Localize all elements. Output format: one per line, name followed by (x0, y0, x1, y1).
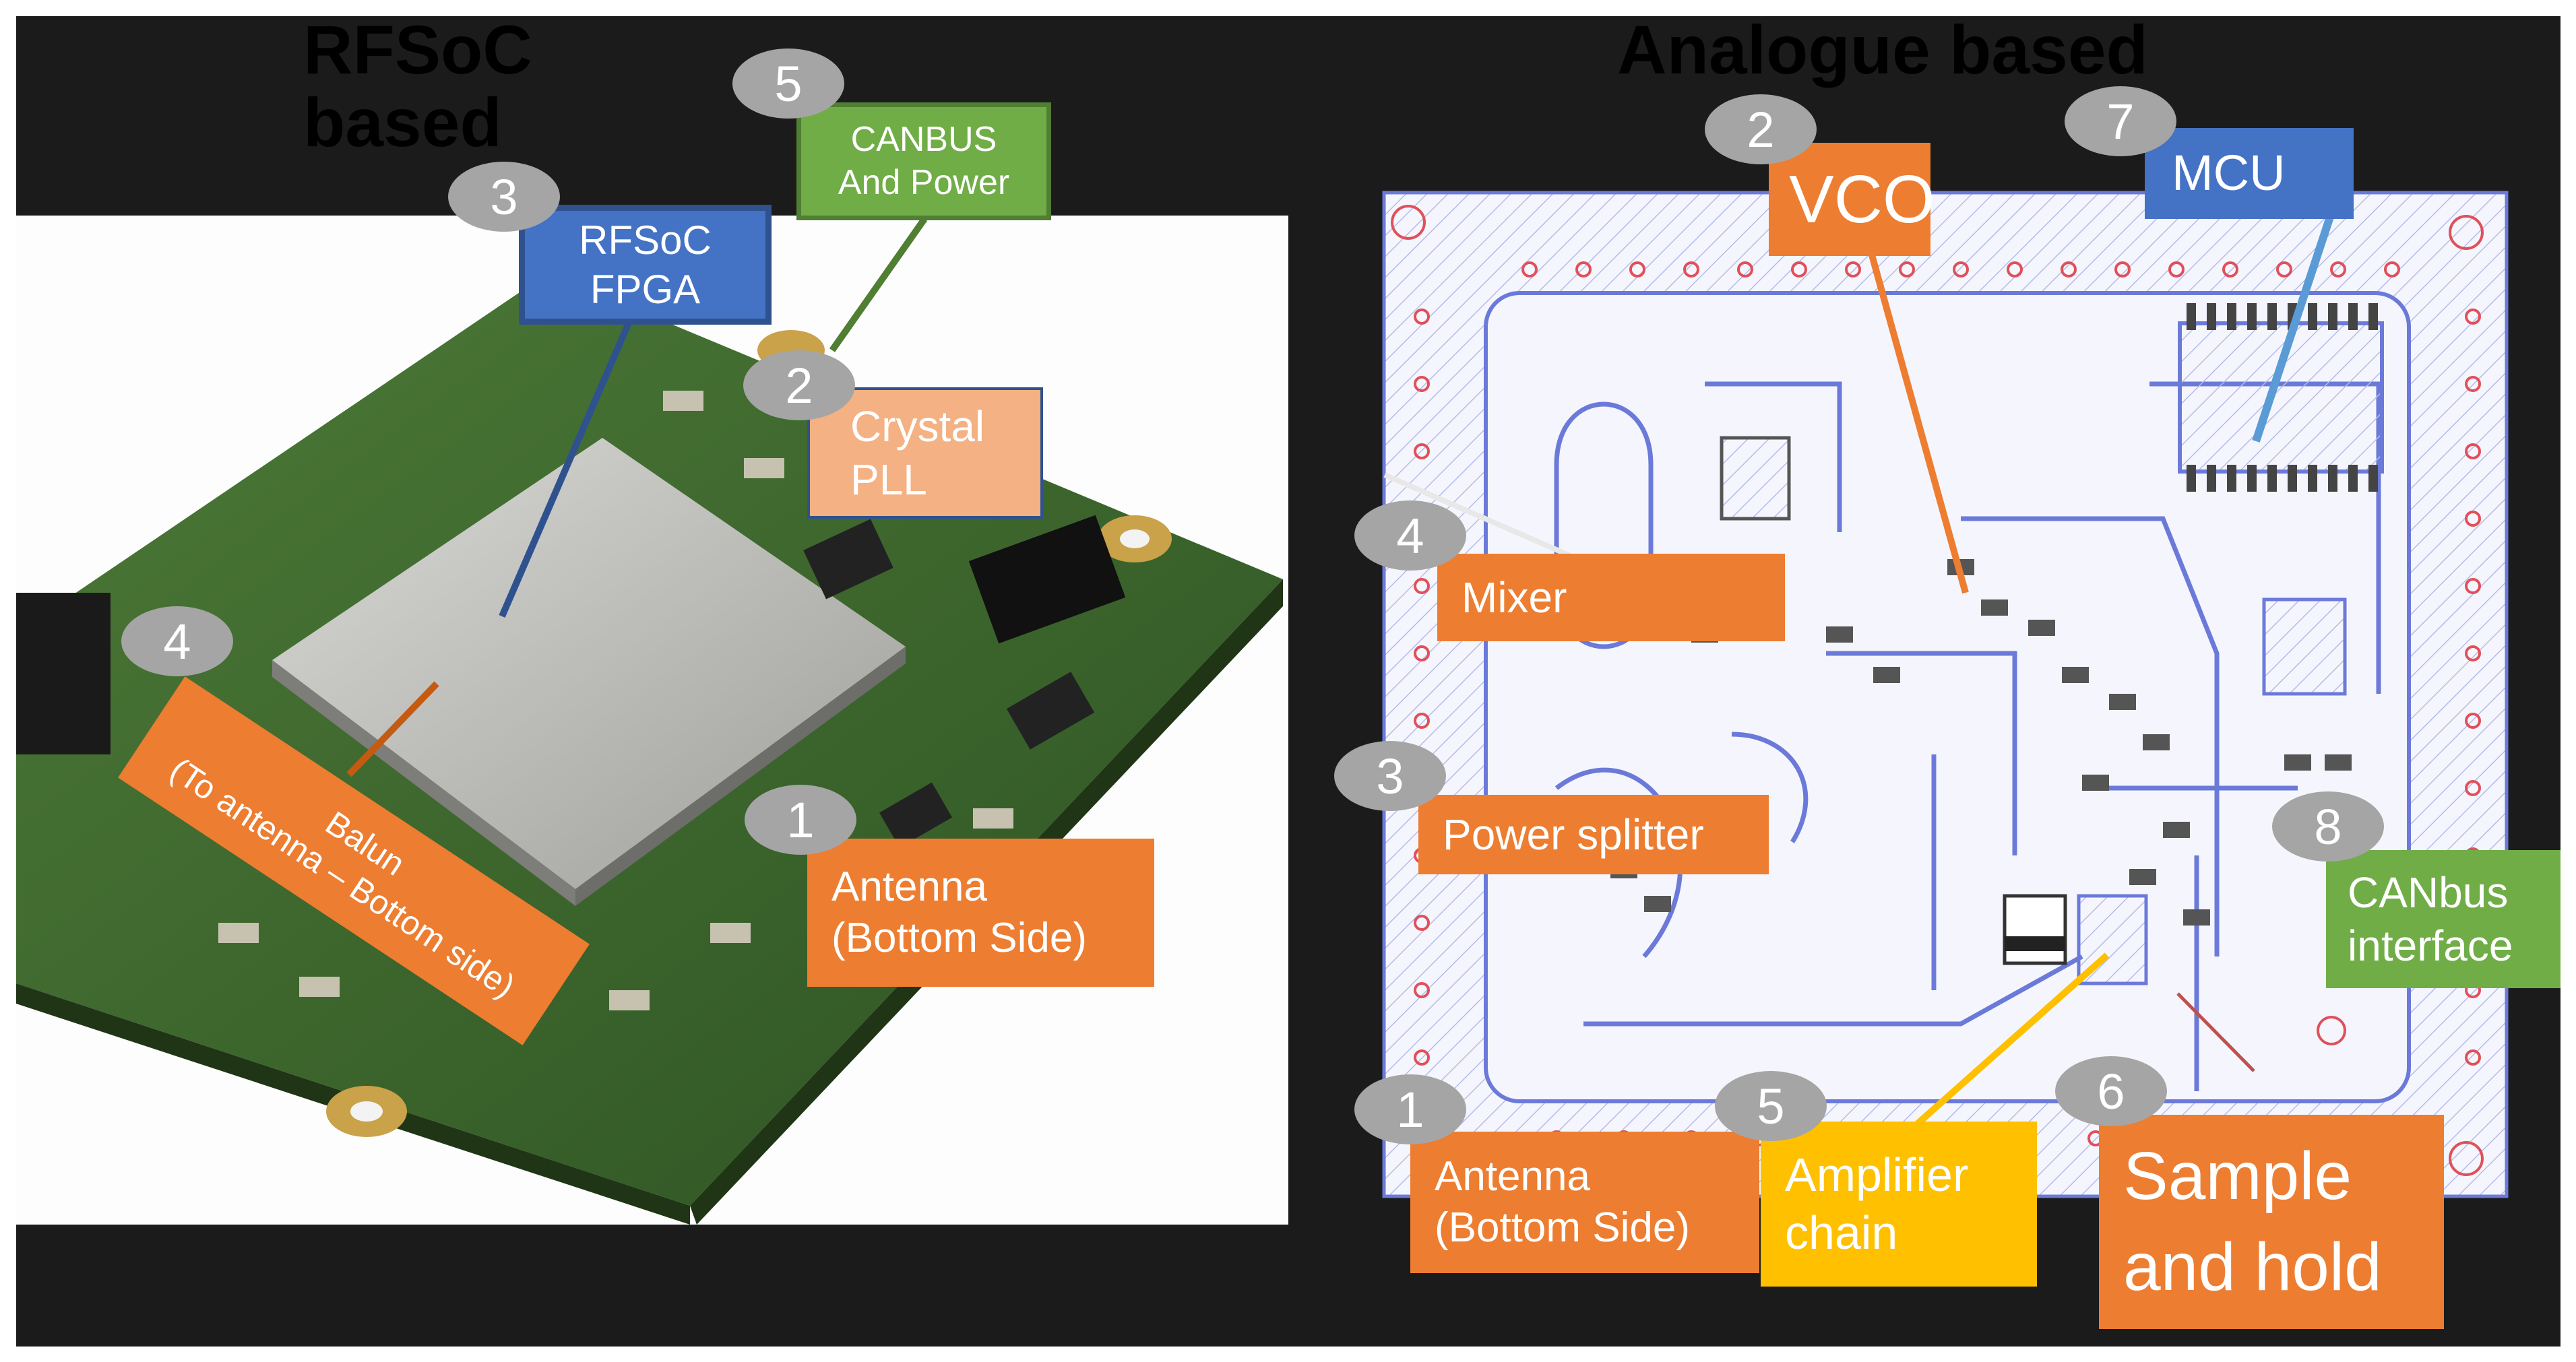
mixer-label: Mixer (1462, 573, 1567, 622)
number-badge: 1 (1354, 1074, 1466, 1144)
number-badge: 4 (1354, 500, 1466, 571)
rfsoc-antenna-label: Antenna (Bottom Side) (831, 864, 1088, 961)
mcu-label: MCU (2172, 145, 2286, 201)
crystal-pll-label: Crystal PLL (850, 402, 985, 504)
mcu-callout: MCU (2145, 128, 2354, 219)
number-badge: 7 (2065, 86, 2176, 156)
crystal-pll-callout: Crystal PLL (807, 387, 1043, 519)
fpga-leader (499, 314, 635, 618)
analogue-heading: Analogue based (1617, 11, 2148, 88)
vco-callout: VCO (1769, 143, 1935, 256)
number-badge: 2 (1705, 94, 1817, 164)
sample-hold-leader (2176, 992, 2255, 1072)
analogue-antenna-label: Antenna (Bottom Side) (1435, 1153, 1691, 1251)
vco-label: VCO (1789, 162, 1935, 237)
rfsoc-fpga-label: RFSoC FPGA (579, 217, 712, 312)
number-badge: 1 (745, 785, 856, 855)
rfsoc-fpga-callout: RFSoC FPGA (519, 205, 772, 325)
canbus-power-label: CANBUS And Power (838, 120, 1010, 202)
amplifier-leader (1910, 952, 2110, 1131)
power-splitter-callout: Power splitter (1418, 795, 1769, 874)
number-badge: 3 (1334, 741, 1446, 811)
mcu-leader (2252, 216, 2334, 443)
canbus-interface-label: CANbus interface (2348, 868, 2513, 970)
sample-and-hold-callout: Sample and hold (2099, 1115, 2444, 1329)
number-badge: 4 (121, 606, 233, 676)
vco-leader (1868, 251, 1969, 594)
mixer-leader (1383, 472, 1592, 567)
number-badge: 3 (448, 162, 560, 232)
mcu-footprint (2178, 321, 2384, 474)
rfsoc-antenna-callout: Antenna (Bottom Side) (807, 839, 1154, 987)
edge-connector (16, 593, 111, 754)
canbus-power-callout: CANBUS And Power (796, 102, 1051, 220)
number-badge: 5 (732, 48, 844, 119)
power-splitter-label: Power splitter (1443, 810, 1704, 859)
number-badge: 6 (2055, 1056, 2167, 1126)
balun-leader (346, 681, 439, 777)
rfsoc-heading: RFSoC based (303, 11, 532, 161)
number-badge: 2 (743, 350, 855, 420)
amplifier-chain-label: Amplifier chain (1785, 1148, 1969, 1259)
number-badge: 8 (2272, 791, 2384, 862)
transformer-component (968, 515, 1126, 644)
canbus-interface-callout: CANbus interface (2326, 850, 2561, 988)
canbus-power-leader (829, 217, 928, 352)
number-badge: 5 (1715, 1071, 1827, 1141)
amplifier-chain-callout: Amplifier chain (1761, 1122, 2037, 1287)
zynq-chip (272, 438, 906, 889)
mixer-callout: Mixer (1437, 554, 1785, 641)
analogue-antenna-callout: Antenna (Bottom Side) (1410, 1132, 1759, 1273)
sample-and-hold-label: Sample and hold (2123, 1138, 2382, 1305)
